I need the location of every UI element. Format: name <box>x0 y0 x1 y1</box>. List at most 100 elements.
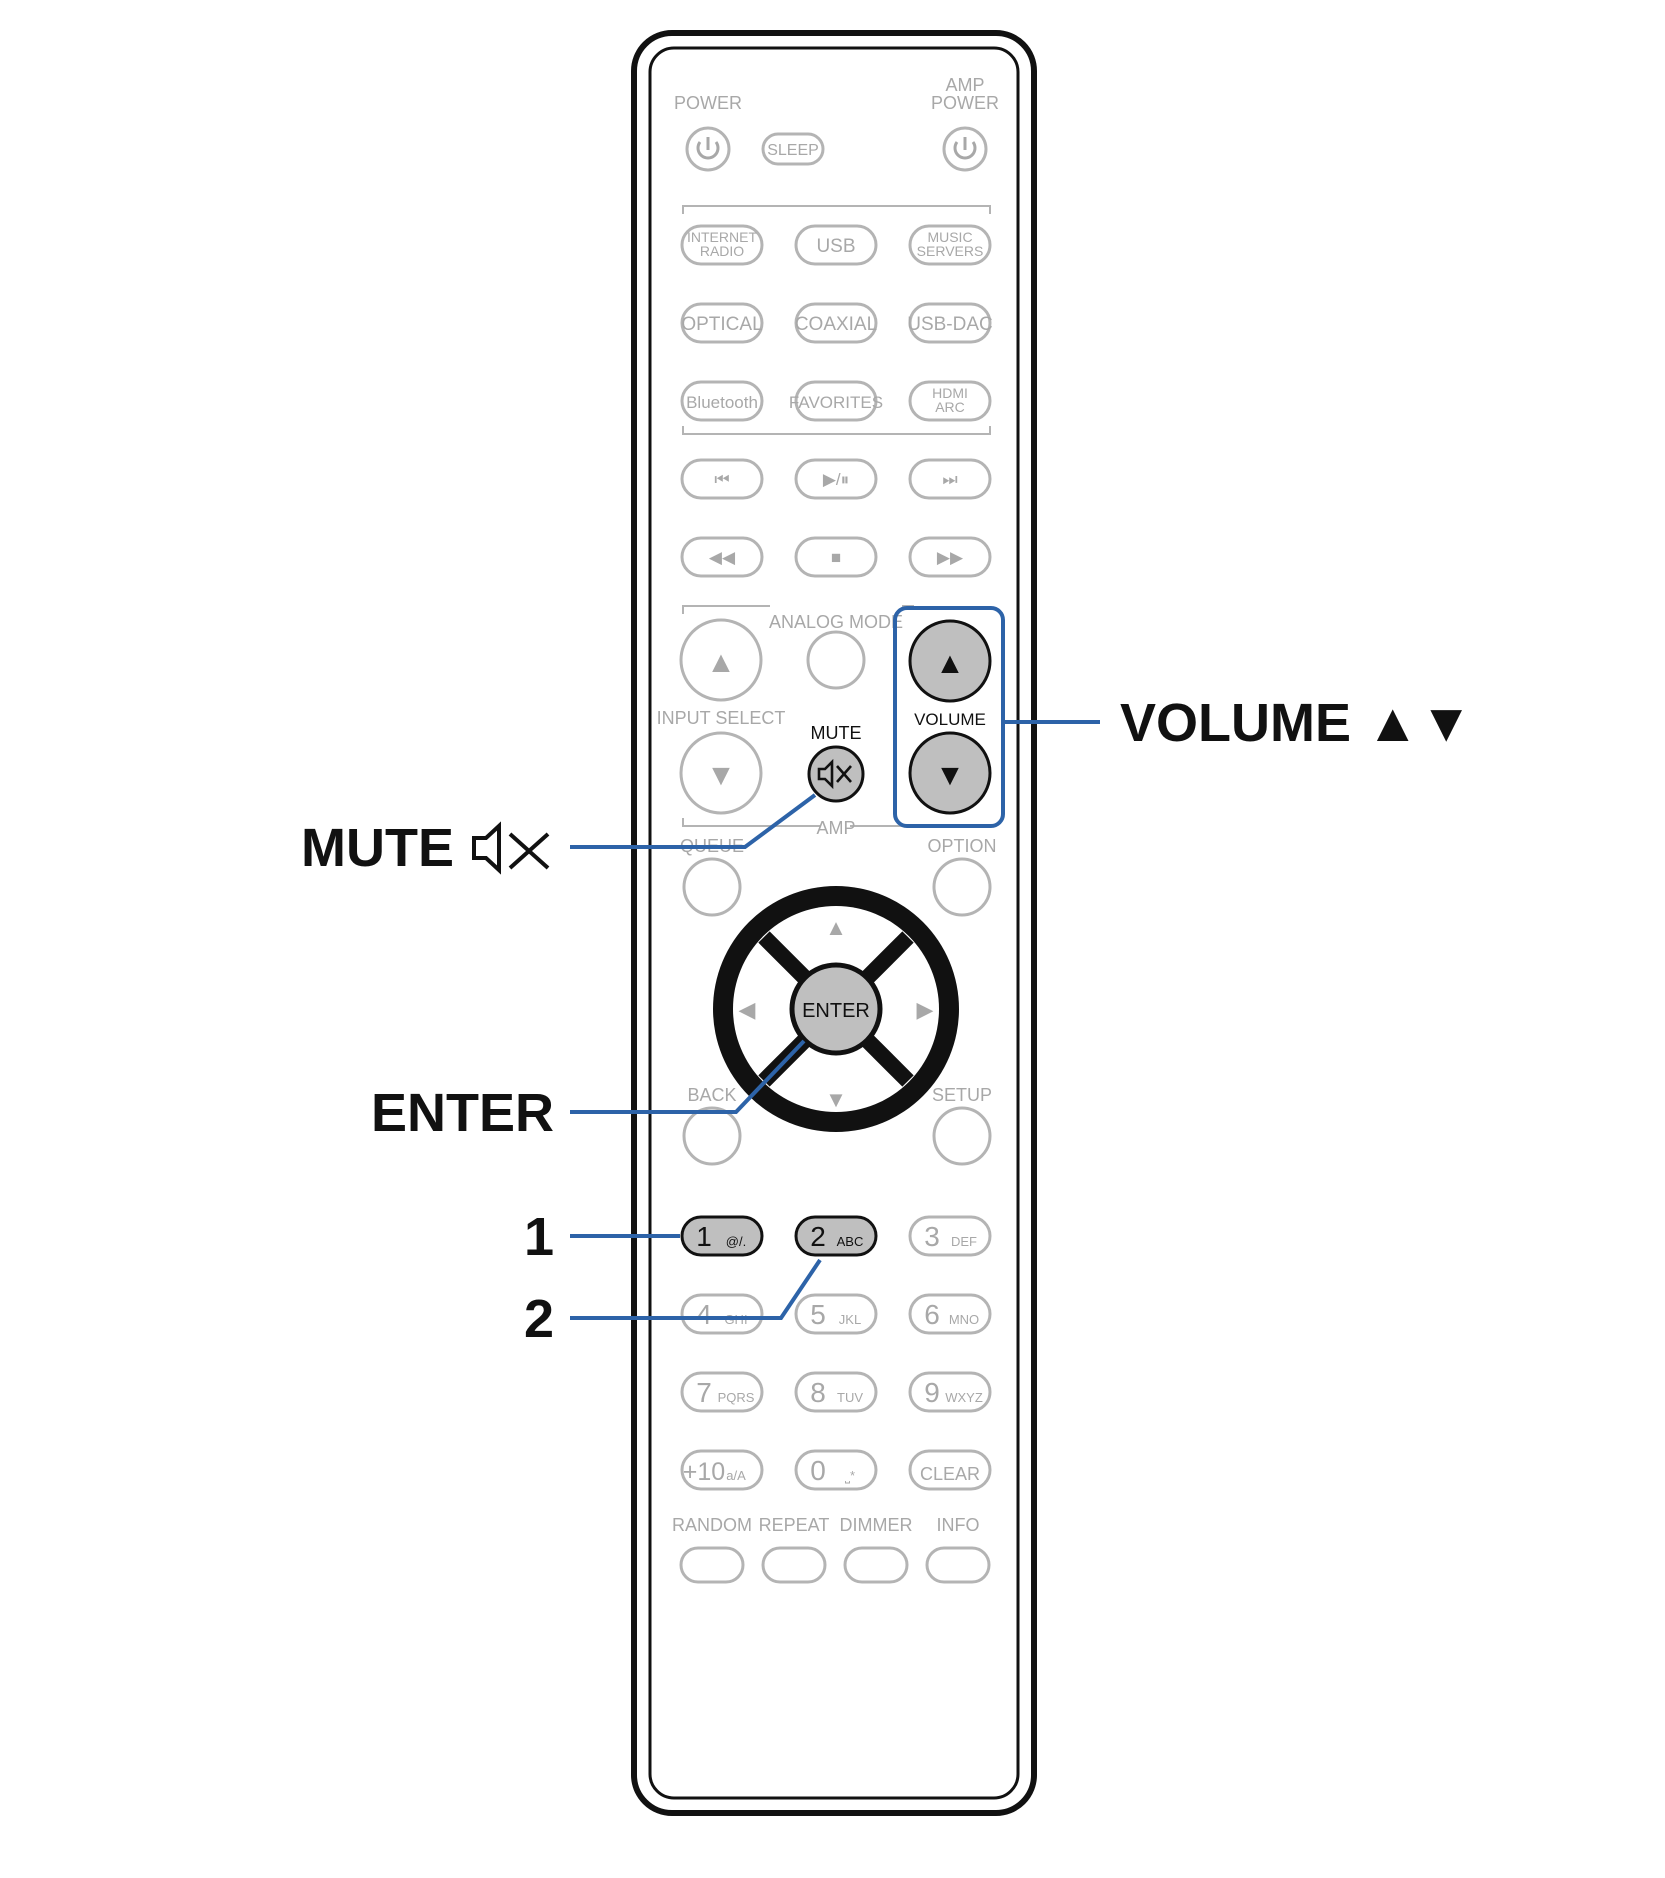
queue-button[interactable] <box>682 857 742 917</box>
transport-icon: ▶/⏸ <box>823 470 849 489</box>
key-letters: PQRS <box>718 1390 755 1405</box>
sleep-label: SLEEP <box>767 142 819 159</box>
one-callout: 1 <box>524 1207 554 1267</box>
source-button-row2-1[interactable]: COAXIAL <box>794 302 878 344</box>
dimmer-button[interactable] <box>843 1546 909 1584</box>
analog-mode-button[interactable] <box>806 630 866 690</box>
analog-mode-label: ANALOG MODE <box>769 612 903 632</box>
power-icon <box>953 137 977 160</box>
sleep-button[interactable]: SLEEP <box>761 132 825 166</box>
key-number: 9 <box>924 1377 940 1408</box>
key-letters: MNO <box>949 1312 979 1327</box>
key-number: 6 <box>924 1299 940 1330</box>
source-bracket <box>682 205 991 435</box>
down-arrow-icon: ▼ <box>935 759 965 792</box>
transport-button-row1-2[interactable]: ⏭ <box>908 458 992 500</box>
enter-callout: ENTER <box>371 1083 554 1143</box>
source-label: FAVORITES <box>789 393 883 412</box>
key-number: 4 <box>696 1299 712 1330</box>
source-label: USB-DAC <box>907 314 993 335</box>
amp-power-label-1: AMP <box>945 75 984 95</box>
transport-button-row2-2[interactable]: ▶▶ <box>908 536 992 578</box>
volume-highlight-box <box>893 606 1005 828</box>
bottom-label: RANDOM <box>672 1515 752 1535</box>
option-label: OPTION <box>927 836 996 856</box>
setup-button[interactable] <box>932 1106 992 1166</box>
key-0-button[interactable]: 0 ⎵* <box>794 1449 878 1491</box>
enter-button[interactable]: ENTER <box>789 962 883 1056</box>
transport-button-row2-1[interactable]: ■ <box>794 536 878 578</box>
source-button-row3-1[interactable]: FAVORITES <box>789 380 883 422</box>
up-arrow-icon: ▲ <box>706 646 736 679</box>
key-letters: @/. <box>726 1234 746 1249</box>
source-label: Bluetooth <box>686 393 758 412</box>
back-button[interactable] <box>682 1106 742 1166</box>
transport-icon: ▶▶ <box>937 548 964 567</box>
enter-label: ENTER <box>802 1000 870 1022</box>
source-label: OPTICAL <box>681 314 762 335</box>
option-button[interactable] <box>932 857 992 917</box>
mute-button[interactable] <box>807 745 865 803</box>
key-letters: DEF <box>951 1234 977 1249</box>
key-1-button[interactable]: 1@/. <box>680 1215 764 1257</box>
two-callout: 2 <box>524 1289 554 1349</box>
enter-leader-line <box>570 1039 806 1114</box>
key-letters: JKL <box>839 1312 861 1327</box>
source-button-row3-0[interactable]: Bluetooth <box>680 380 764 422</box>
key-number: CLEAR <box>920 1464 980 1484</box>
back-label: BACK <box>687 1085 736 1105</box>
key-number: 2 <box>810 1221 826 1252</box>
setup-label: SETUP <box>932 1085 992 1105</box>
repeat-button[interactable] <box>761 1546 827 1584</box>
key-letters: a/A <box>726 1468 746 1483</box>
down-arrow-icon: ▼ <box>706 759 736 792</box>
key-letters: ⎵* <box>845 1468 855 1483</box>
input-select-up-button[interactable]: ▲ <box>679 618 763 702</box>
key-CLEAR-button[interactable]: CLEAR <box>908 1449 992 1491</box>
transport-button-row1-1[interactable]: ▶/⏸ <box>794 458 878 500</box>
power-button[interactable] <box>685 126 731 172</box>
source-button-row2-2[interactable]: USB-DAC <box>907 302 993 344</box>
input-select-down-button[interactable]: ▼ <box>679 731 763 815</box>
mute-label: MUTE <box>811 723 862 743</box>
key-letters: TUV <box>837 1390 863 1405</box>
volume-down-button[interactable]: ▼ <box>908 731 992 815</box>
random-button[interactable] <box>679 1546 745 1584</box>
bottom-label: INFO <box>937 1515 980 1535</box>
source-button-row2-0[interactable]: OPTICAL <box>680 302 764 344</box>
key-9-button[interactable]: 9 WXYZ <box>908 1371 992 1413</box>
key-letters: WXYZ <box>945 1390 983 1405</box>
amp-power-button[interactable] <box>942 126 988 172</box>
transport-icon: ■ <box>831 548 841 567</box>
nav-right-button[interactable]: ▶ <box>917 997 934 1022</box>
source-label: RADIO <box>700 243 744 259</box>
transport-button-row1-0[interactable]: ⏮ <box>680 458 764 500</box>
source-label: USB <box>816 236 855 257</box>
source-button-row1-1[interactable]: USB <box>794 224 878 266</box>
nav-left-button[interactable]: ◀ <box>739 997 756 1022</box>
volume-up-button[interactable]: ▲ <box>908 619 992 703</box>
source-label: SERVERS <box>917 243 984 259</box>
info-button[interactable] <box>925 1546 991 1584</box>
transport-icon: ◀◀ <box>709 548 736 567</box>
key-number: 0 <box>810 1455 826 1486</box>
amp-label: AMP <box>816 818 855 838</box>
input-select-label: INPUT SELECT <box>657 708 786 728</box>
source-label: INTERNET <box>687 229 757 245</box>
nav-down-button[interactable]: ▼ <box>825 1087 847 1112</box>
remote-body-inner <box>648 46 1020 1800</box>
key-6-button[interactable]: 6 MNO <box>908 1293 992 1335</box>
transport-button-row2-0[interactable]: ◀◀ <box>680 536 764 578</box>
nav-up-button[interactable]: ▲ <box>825 915 847 940</box>
